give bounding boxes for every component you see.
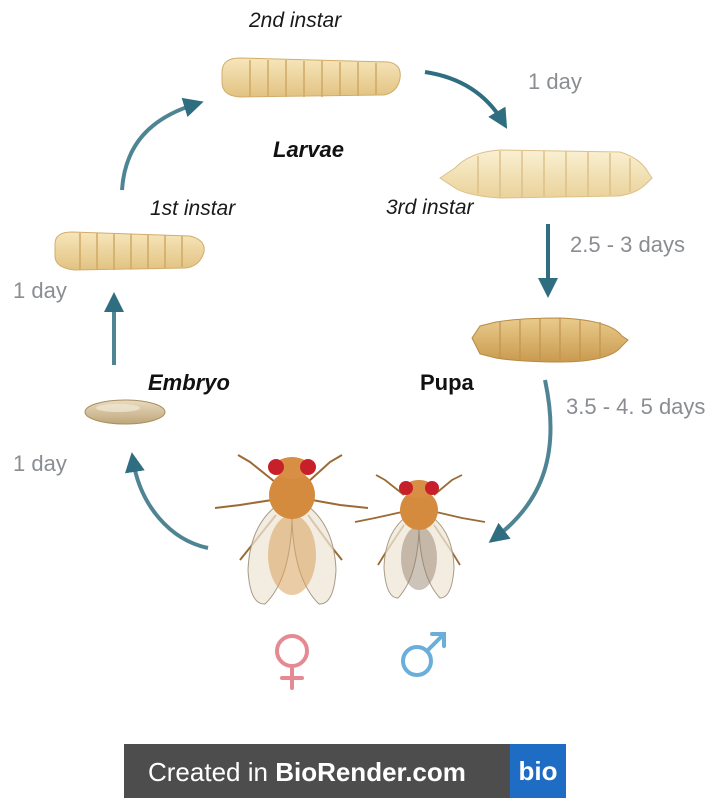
- duration-adult-to-embryo: 1 day: [13, 451, 67, 477]
- male-fly: [355, 475, 485, 598]
- duration-3rd-to-pupa: 2.5 - 3 days: [570, 232, 685, 258]
- duration-2nd-to-3rd: 1 day: [528, 69, 582, 95]
- female-fly: [215, 455, 368, 604]
- label-2nd-instar: 2nd instar: [249, 9, 341, 33]
- larva-2nd-instar: [222, 58, 400, 97]
- larva-3rd-instar: [440, 150, 652, 198]
- label-1st-instar: 1st instar: [150, 197, 235, 221]
- embryo-egg: [85, 400, 165, 424]
- arrow-adult-to-embryo: [133, 460, 208, 548]
- biorender-logo: bio: [510, 744, 566, 798]
- pupa-image: [472, 318, 628, 362]
- male-symbol-icon: [403, 634, 444, 675]
- female-symbol-icon: [277, 636, 307, 688]
- duration-embryo-to-1st: 1 day: [13, 278, 67, 304]
- label-larvae: Larvae: [273, 137, 344, 163]
- label-embryo: Embryo: [148, 370, 230, 396]
- footer-text: Created in BioRender.com: [148, 757, 466, 788]
- arrow-2nd-to-3rd: [425, 72, 503, 122]
- biorender-footer[interactable]: Created in BioRender.com bio: [124, 744, 566, 798]
- label-3rd-instar: 3rd instar: [386, 196, 474, 220]
- arrow-1st-to-2nd: [122, 104, 196, 190]
- duration-pupa-to-adult: 3.5 - 4. 5 days: [566, 394, 705, 420]
- footer-created-in: Created in: [148, 757, 275, 787]
- larva-1st-instar: [55, 232, 204, 270]
- label-pupa: Pupa: [420, 370, 474, 396]
- arrow-pupa-to-adult: [495, 380, 551, 538]
- footer-brand: BioRender.com: [275, 757, 466, 787]
